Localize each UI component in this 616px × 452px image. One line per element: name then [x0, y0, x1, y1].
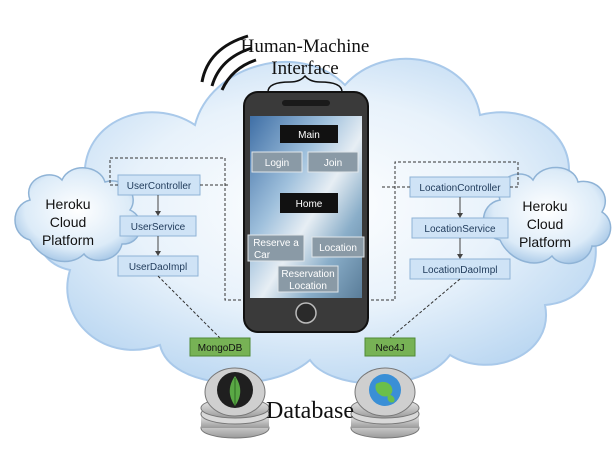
home-label: Home — [296, 199, 323, 210]
heroku-left-line2: Cloud — [50, 214, 87, 230]
heroku-left-line3: Platform — [42, 232, 94, 248]
right-service-stack: LocationController LocationService Locat… — [409, 176, 511, 280]
heroku-cloud-left: Heroku Cloud Platform — [14, 167, 142, 263]
reserve-line2: Car — [254, 250, 271, 261]
screen-join-button[interactable]: Join — [307, 151, 359, 173]
heroku-right-line3: Platform — [519, 234, 571, 250]
screen-location-button[interactable]: Location — [311, 236, 365, 258]
mongodb-disk-stack — [200, 367, 270, 439]
neo4j-label: Neo4J — [376, 343, 405, 354]
hmi-title-line1: Human-Machine — [241, 36, 370, 57]
reservation-line2: Location — [289, 281, 327, 292]
main-label: Main — [298, 130, 320, 141]
reserve-line1: Reserve a — [253, 238, 299, 249]
location-service-label: LocationService — [424, 224, 496, 235]
mongodb-tag: MongoDB — [189, 337, 251, 357]
brace-icon — [267, 74, 343, 93]
heroku-right-line1: Heroku — [522, 198, 567, 214]
join-label: Join — [324, 158, 342, 169]
login-label: Login — [265, 158, 289, 169]
screen-home-button[interactable]: Home — [280, 193, 338, 213]
heroku-right-line2: Cloud — [527, 216, 564, 232]
heroku-cloud-right: Heroku Cloud Platform — [482, 166, 612, 265]
heroku-left-line1: Heroku — [45, 196, 90, 212]
neo4j-disk-stack — [350, 367, 420, 439]
user-service-label: UserService — [131, 222, 186, 233]
user-dao-impl-label: UserDaoImpl — [129, 262, 187, 273]
screen-reservation-location-button[interactable]: Reservation Location — [277, 265, 339, 293]
screen-main-button[interactable]: Main — [280, 125, 338, 143]
database-label: Database — [266, 398, 354, 424]
left-service-stack: UserController UserService UserDaoImpl — [117, 174, 201, 277]
signal-icon — [200, 34, 257, 91]
neo4j-tag: Neo4J — [364, 337, 416, 357]
screen-login-button[interactable]: Login — [251, 151, 303, 173]
location-controller-label: LocationController — [419, 183, 501, 194]
mongodb-label: MongoDB — [198, 343, 243, 354]
hmi-title-line2: Interface — [271, 58, 339, 79]
reservation-line1: Reservation — [281, 269, 334, 280]
user-controller-label: UserController — [127, 181, 192, 192]
home-button-icon — [295, 302, 317, 324]
location-dao-impl-label: LocationDaoImpl — [422, 265, 497, 276]
location-label: Location — [319, 243, 357, 254]
screen-reserve-car-button[interactable]: Reserve a Car — [247, 234, 305, 262]
dashed-connectors — [109, 157, 519, 339]
